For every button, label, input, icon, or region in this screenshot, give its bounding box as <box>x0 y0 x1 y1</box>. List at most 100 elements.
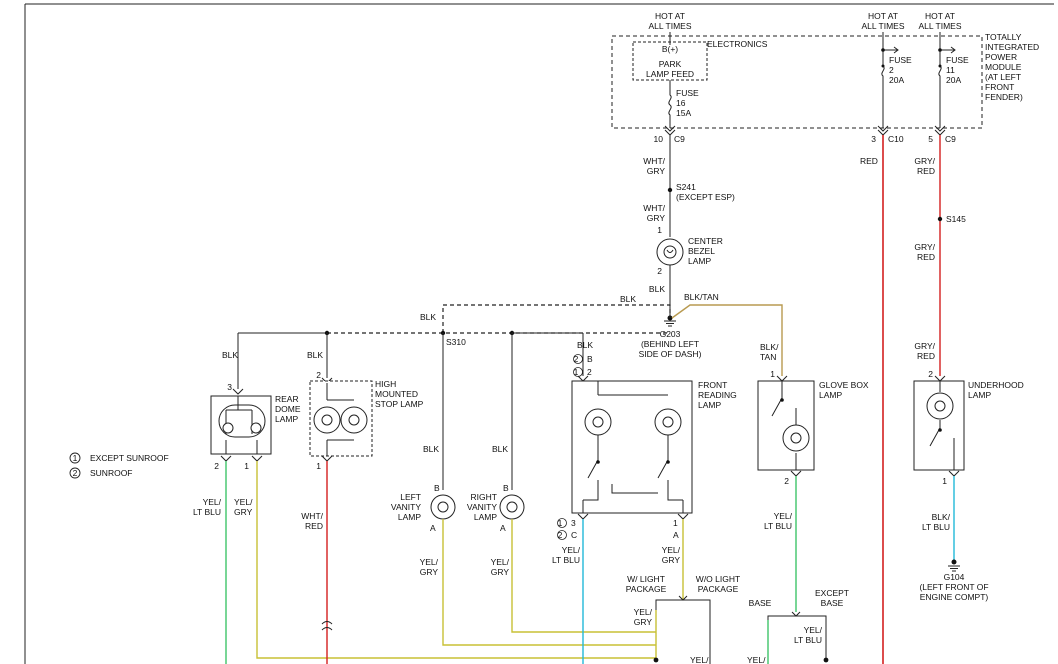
svg-text:HOT AT: HOT AT <box>868 11 898 21</box>
svg-text:MODULE: MODULE <box>985 62 1022 72</box>
right-vanity-lamp-icon <box>499 494 525 520</box>
svg-text:RED: RED <box>305 521 323 531</box>
svg-text:FRONT: FRONT <box>698 380 727 390</box>
connector-c10-label: 3 C10 <box>871 134 904 144</box>
hmsl-label: HIGH MOUNTED STOP LAMP <box>375 379 424 409</box>
splice-s241-dot <box>667 187 673 193</box>
wire-label-wht-gry-1: WHT/ GRY <box>643 156 665 176</box>
pin-uh-2: 2 <box>928 369 933 379</box>
pin-bezel-2: 2 <box>657 266 662 276</box>
splice-s145-label: S145 <box>946 214 966 224</box>
svg-text:REAR: REAR <box>275 394 299 404</box>
svg-text:FUSE: FUSE <box>946 55 969 65</box>
svg-text:FUSE: FUSE <box>676 88 699 98</box>
underhood-lamp-label: UNDERHOOD LAMP <box>968 380 1024 400</box>
svg-text:YEL/: YEL/ <box>203 497 222 507</box>
svg-text:FRONT: FRONT <box>985 82 1014 92</box>
wire-label-blk-g2: BLK <box>420 312 436 322</box>
pin-gb-2: 2 <box>784 476 789 486</box>
pin-hm-2: 2 <box>316 370 321 380</box>
svg-text:POWER: POWER <box>985 52 1017 62</box>
svg-text:GRY/: GRY/ <box>914 341 935 351</box>
hmsl-inline-connector <box>321 621 333 631</box>
svg-text:ENGINE COMPT): ENGINE COMPT) <box>920 592 989 602</box>
w-light-package-label: W/ LIGHT PACKAGE <box>626 574 667 594</box>
hot-at-all-times-3: HOT AT ALL TIMES <box>919 11 962 31</box>
svg-text:BLK/: BLK/ <box>760 342 779 352</box>
svg-text:16: 16 <box>676 98 686 108</box>
light-package-split <box>655 595 711 664</box>
svg-text:EXCEPT: EXCEPT <box>815 588 849 598</box>
wire-label-blk-bezel: BLK <box>649 284 665 294</box>
svg-text:20A: 20A <box>889 75 904 85</box>
g104-label: G104 (LEFT FRONT OF ENGINE COMPT) <box>919 572 988 602</box>
hot-at-all-times-2: HOT AT ALL TIMES <box>862 11 905 31</box>
pin-lv-b: B <box>434 483 440 493</box>
hot-at-all-times-1: HOT AT ALL TIMES <box>649 11 692 31</box>
left-vanity-lamp-icon <box>430 494 456 520</box>
g203-label: G203 (BEHIND LEFT SIDE OF DASH) <box>639 329 702 359</box>
svg-text:WHT/: WHT/ <box>643 203 665 213</box>
wire-label-yel-gry-rv: YEL/ GRY <box>491 557 510 577</box>
glove-box-lamp-icon <box>771 381 810 470</box>
svg-text:3: 3 <box>571 518 576 528</box>
blk-dashed-ground <box>442 304 671 333</box>
wire-label-blk-v2: BLK <box>492 444 508 454</box>
svg-text:RED: RED <box>917 166 935 176</box>
wire-label-yel-bot1: YEL/ <box>690 655 709 664</box>
pin-rv-b: B <box>503 483 509 493</box>
svg-text:GRY/: GRY/ <box>914 242 935 252</box>
svg-text:1: 1 <box>558 518 563 528</box>
svg-text:WHT/: WHT/ <box>643 156 665 166</box>
pin-gb-1: 1 <box>770 369 775 379</box>
svg-text:LT BLU: LT BLU <box>193 507 221 517</box>
svg-text:GLOVE BOX: GLOVE BOX <box>819 380 869 390</box>
svg-text:LAMP: LAMP <box>474 512 497 522</box>
svg-text:YEL/: YEL/ <box>634 607 653 617</box>
svg-text:YEL/: YEL/ <box>804 625 823 635</box>
splice-yel-ltblu-bottom <box>823 657 829 663</box>
g104-ground-icon <box>948 565 960 572</box>
svg-text:YEL/: YEL/ <box>662 545 681 555</box>
svg-text:GRY/: GRY/ <box>914 156 935 166</box>
svg-text:GRY: GRY <box>420 567 439 577</box>
svg-text:LT BLU: LT BLU <box>794 635 822 645</box>
pin-rv-a: A <box>500 523 506 533</box>
wire-label-blk-mid: BLK <box>307 350 323 360</box>
svg-text:PACKAGE: PACKAGE <box>626 584 667 594</box>
svg-text:2: 2 <box>558 530 563 540</box>
glove-box-lamp-body <box>757 380 815 471</box>
svg-text:ALL TIMES: ALL TIMES <box>649 21 692 31</box>
svg-text:1: 1 <box>673 518 678 528</box>
svg-text:BASE: BASE <box>821 598 844 608</box>
wire-label-yel-gry-fr: YEL/ GRY <box>662 545 681 565</box>
svg-text:(LEFT FRONT OF: (LEFT FRONT OF <box>919 582 988 592</box>
svg-text:FENDER): FENDER) <box>985 92 1023 102</box>
svg-text:TAN: TAN <box>760 352 776 362</box>
pin-dome-1: 1 <box>244 461 249 471</box>
svg-text:READING: READING <box>698 390 737 400</box>
svg-text:10: 10 <box>654 134 664 144</box>
svg-text:W/O LIGHT: W/O LIGHT <box>696 574 740 584</box>
wire-yel-gry-right-vanity <box>511 519 656 633</box>
wire-label-red: RED <box>860 156 878 166</box>
svg-text:RED: RED <box>917 351 935 361</box>
svg-text:FUSE: FUSE <box>889 55 912 65</box>
svg-text:GRY: GRY <box>634 617 653 627</box>
svg-text:YEL/: YEL/ <box>774 511 793 521</box>
pin-hm-1: 1 <box>316 461 321 471</box>
svg-text:S241: S241 <box>676 182 696 192</box>
wire-blk-tan <box>671 304 783 376</box>
svg-text:(BEHIND LEFT: (BEHIND LEFT <box>641 339 699 349</box>
svg-text:YEL/: YEL/ <box>491 557 510 567</box>
splice-s145-dot <box>937 216 943 222</box>
splice-s310-label: S310 <box>446 337 466 347</box>
svg-text:HOT AT: HOT AT <box>655 11 685 21</box>
except-base-label: EXCEPT BASE <box>815 588 849 608</box>
svg-text:SUNROOF: SUNROOF <box>90 468 133 478</box>
svg-text:B: B <box>587 354 593 364</box>
svg-text:(EXCEPT ESP): (EXCEPT ESP) <box>676 192 735 202</box>
svg-text:C10: C10 <box>888 134 904 144</box>
wire-label-yel-ltblu-1: YEL/ LT BLU <box>193 497 222 517</box>
